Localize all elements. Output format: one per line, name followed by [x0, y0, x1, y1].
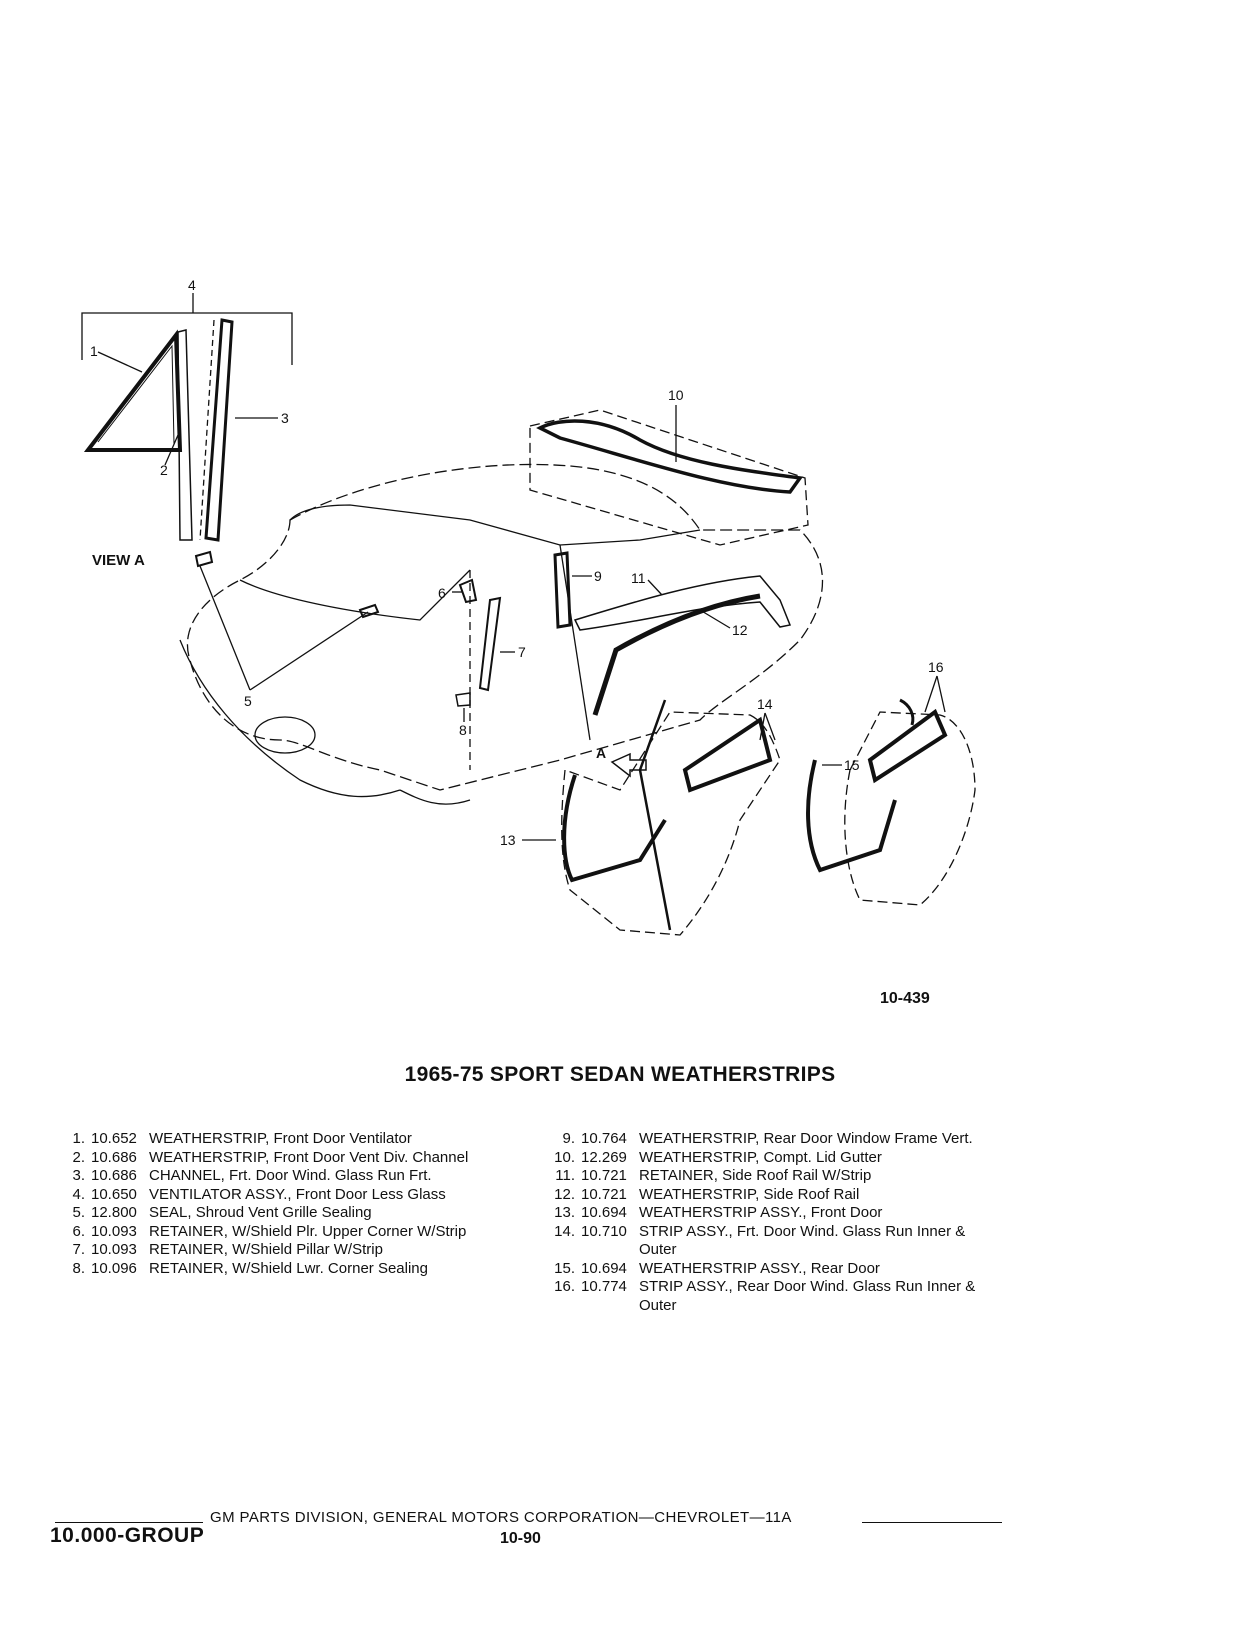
- callout-3: 3: [281, 410, 289, 426]
- page-title: 1965-75 SPORT SEDAN WEATHERSTRIPS: [404, 1063, 836, 1086]
- footer-publisher: GM PARTS DIVISION, GENERAL MOTORS CORPOR…: [210, 1509, 792, 1526]
- callout-8: 8: [459, 722, 467, 738]
- callout-2: 2: [160, 462, 168, 478]
- footer-group: 10.000-GROUP: [50, 1524, 205, 1547]
- callout-4: 4: [188, 277, 196, 293]
- callout-14: 14: [757, 696, 773, 712]
- page-number: 10-90: [500, 1530, 541, 1547]
- footer-rule-left: [55, 1522, 203, 1523]
- view-a-bracket: [81, 312, 293, 365]
- arrow-a-label: A: [596, 745, 606, 761]
- callout-16: 16: [928, 659, 944, 675]
- callout-6: 6: [438, 585, 446, 601]
- callout-9: 9: [594, 568, 602, 584]
- figure-code: 10-439: [880, 990, 930, 1007]
- weatherstrip-diagram: 1 2 3 4 5 6 7 8 9 10 11 12 13 14 15 16 V…: [81, 277, 976, 936]
- callout-13: 13: [500, 832, 516, 848]
- callout-7: 7: [518, 644, 526, 660]
- view-a-label: VIEW A: [92, 552, 145, 569]
- callout-1: 1: [90, 343, 98, 359]
- callout-11: 11: [631, 570, 646, 586]
- callout-12: 12: [732, 622, 748, 638]
- footer-rule-right: [862, 1522, 1002, 1523]
- callout-15: 15: [844, 757, 860, 773]
- callout-10: 10: [668, 387, 684, 403]
- callout-5: 5: [244, 693, 252, 709]
